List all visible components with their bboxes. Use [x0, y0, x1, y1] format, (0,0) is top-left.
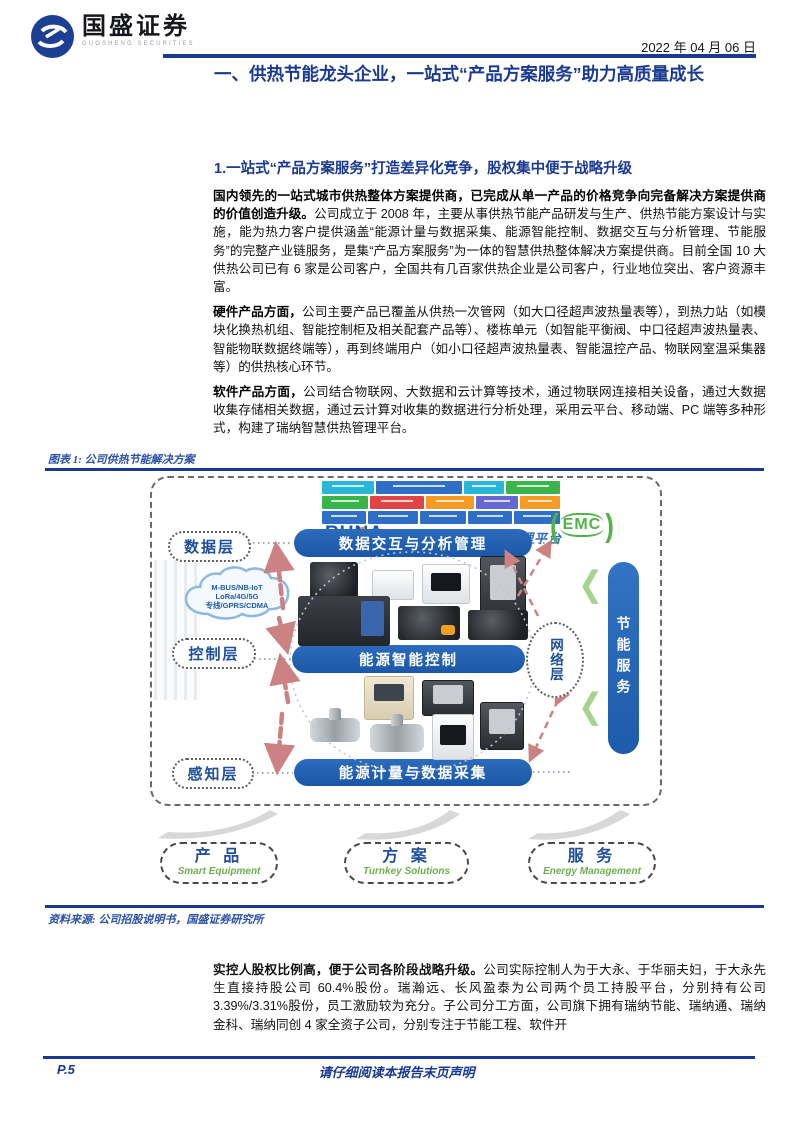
data-terminal-image [422, 680, 474, 716]
swoosh-arrows [158, 810, 630, 840]
energy-service-label: 节能服务 [615, 616, 632, 700]
platform-dashboard-image [322, 481, 560, 524]
dashboard-tile [376, 481, 462, 494]
balance-valve-image [398, 606, 460, 640]
energy-service-bar: 节能服务 [608, 562, 639, 754]
brand-text: 国盛证券 GUOSHENG SECURITIES [82, 13, 195, 48]
emc-logo: ( EMC ) [550, 509, 614, 542]
emc-text: EMC [559, 513, 605, 537]
pill-data-analysis: 数据交互与分析管理 [294, 529, 532, 557]
server-rack-image [154, 560, 200, 700]
dashboard-tile [520, 496, 560, 509]
brand-name-en: GUOSHENG SECURITIES [82, 41, 195, 47]
control-panel-image [364, 676, 414, 720]
network-cloud: M-BUS/NB-IoT LoRa/4G/5G 专线/GPRS/CDMA [180, 564, 294, 624]
category-en: Turnkey Solutions [362, 865, 451, 877]
guosheng-logo-icon [31, 15, 74, 58]
category-services: 服 务 Energy Management [528, 842, 656, 884]
paragraph-lead: 硬件产品方面， [213, 305, 302, 320]
dashboard-tile [322, 511, 366, 524]
paragraph-body: 公司成立于 2008 年，主要从事供热节能产品研发与生产、供热节能方案设计与实施… [213, 207, 766, 295]
category-cn: 方 案 [382, 847, 431, 865]
dashboard-tile [476, 496, 518, 509]
valve-actuator-image [310, 562, 358, 600]
swoosh-icon [356, 810, 460, 840]
meter-box-image [480, 702, 524, 750]
dashboard-row [322, 511, 560, 524]
section-heading: 1.一站式“产品方案服务”打造差异化竞争，股权集中便于战略升级 [214, 161, 633, 177]
source-rule [45, 905, 764, 908]
emc-left-arc: ( [550, 506, 559, 544]
dashboard-tile [468, 511, 512, 524]
layer-label-sensing: 感知层 [172, 758, 254, 789]
closing-paragraph: 实控人股权比例高，便于公司各阶段战略升级。公司实际控制人为于大永、于华丽夫妇，于… [213, 961, 766, 1034]
thermostat-image [422, 564, 470, 604]
dashboard-tile [514, 511, 560, 524]
category-en: Smart Equipment [177, 865, 261, 877]
dashboard-tile [322, 481, 374, 494]
figure-source: 资料来源: 公司招股说明书，国盛证券研究所 [48, 914, 264, 926]
brand-logo: 国盛证券 GUOSHENG SECURITIES [30, 14, 195, 59]
cloud-line: LoRa/4G/5G [215, 591, 259, 601]
paragraph: 硬件产品方面，公司主要产品已覆盖从供热一次管网（如大口径超声波热量表等），到热力… [213, 303, 766, 376]
dashboard-tile [368, 511, 418, 524]
paragraph-lead: 实控人股权比例高，便于公司各阶段战略升级。 [213, 963, 484, 977]
header-rule [163, 54, 756, 58]
dashboard-tile [322, 496, 368, 509]
category-cn: 产 品 [194, 847, 244, 865]
layer-label-data: 数据层 [168, 531, 251, 562]
cloud-line: 专线/GPRS/CDMA [205, 600, 269, 610]
paragraph-body: 公司结合物联网、大数据和云计算等技术，通过物联网连接相关设备，通过大数据收集存储… [213, 385, 767, 436]
dashboard-tile [464, 481, 504, 494]
heat-meter-small-image [310, 708, 360, 742]
paragraph: 国内领先的一站式城市供热整体方案提供商，已完成从单一产品的价格竞争向完备解决方案… [213, 187, 766, 296]
paragraph-body: 公司主要产品已覆盖从供热一次管网（如大口径超声波热量表等），到热力站（如模块化换… [213, 305, 766, 374]
paragraph: 软件产品方面，公司结合物联网、大数据和云计算等技术，通过物联网连接相关设备，通过… [213, 383, 766, 438]
category-products: 产 品 Smart Equipment [160, 842, 278, 884]
swoosh-icon [528, 810, 630, 840]
swoosh-icon [158, 810, 278, 839]
layer-label-control: 控制层 [172, 638, 256, 669]
chevron-left-icon: ❮ [578, 687, 604, 726]
dashboard-tile [370, 496, 424, 509]
category-solutions: 方 案 Turnkey Solutions [344, 842, 469, 884]
category-cn: 服 务 [567, 847, 617, 865]
emc-right-arc: ) [605, 506, 614, 544]
cloud-line: M-BUS/NB-IoT [211, 582, 263, 592]
network-layer-label: 网络层 [548, 638, 563, 682]
room-sensor-image [432, 714, 474, 760]
pipe-assembly-image [468, 610, 528, 640]
dashboard-tile [506, 481, 560, 494]
caption-rule [45, 468, 764, 471]
page-title: 一、供热节能龙头企业，一站式“产品方案服务”助力高质量成长 [214, 64, 704, 84]
heat-meter-large-image [370, 714, 424, 752]
category-en: Energy Management [543, 865, 641, 877]
chevron-left-icon: ❮ [578, 565, 604, 604]
footer-rule [43, 1056, 755, 1059]
body-text: 国内领先的一站式城市供热整体方案提供商，已完成从单一产品的价格竞争向完备解决方案… [213, 187, 766, 445]
brand-name-cn: 国盛证券 [82, 13, 190, 40]
dashboard-tile [420, 511, 466, 524]
solution-diagram: RUNA 瑞纳智慧供热管理平台 ( EMC ) 数据层 控制层 感知层 数据交互… [150, 476, 662, 806]
report-date: 2022 年 04 月 06 日 [641, 40, 756, 55]
dashboard-row [322, 496, 560, 509]
pill-energy-control: 能源智能控制 [292, 645, 525, 673]
cloud-protocols: M-BUS/NB-IoT LoRa/4G/5G 专线/GPRS/CDMA [184, 572, 290, 620]
diagram-dashed-border [150, 476, 662, 806]
heat-exchange-unit-image [298, 596, 390, 646]
footer-disclaimer: 请仔细阅读本报告末页声明 [318, 1065, 475, 1080]
dashboard-tile [426, 496, 474, 509]
figure-caption: 图表 1: 公司供热节能解决方案 [48, 454, 195, 466]
pill-energy-metering: 能源计量与数据采集 [294, 759, 532, 786]
paragraph-lead: 软件产品方面， [213, 385, 304, 400]
paragraph-lead: 国内领先的一站式城市供热整体方案提供商，已完成从单一产品的价格竞争向完备解决方案… [213, 189, 766, 222]
dashboard-row [322, 481, 560, 494]
paragraph-body: 公司实际控制人为于大永、于华丽夫妇，于大永先生直接持股公司 60.4%股份。瑞瀚… [213, 963, 767, 1032]
network-layer-circle: 网络层 [526, 622, 584, 698]
cloud-icon [184, 566, 290, 620]
page-number: P.5 [57, 1062, 75, 1077]
